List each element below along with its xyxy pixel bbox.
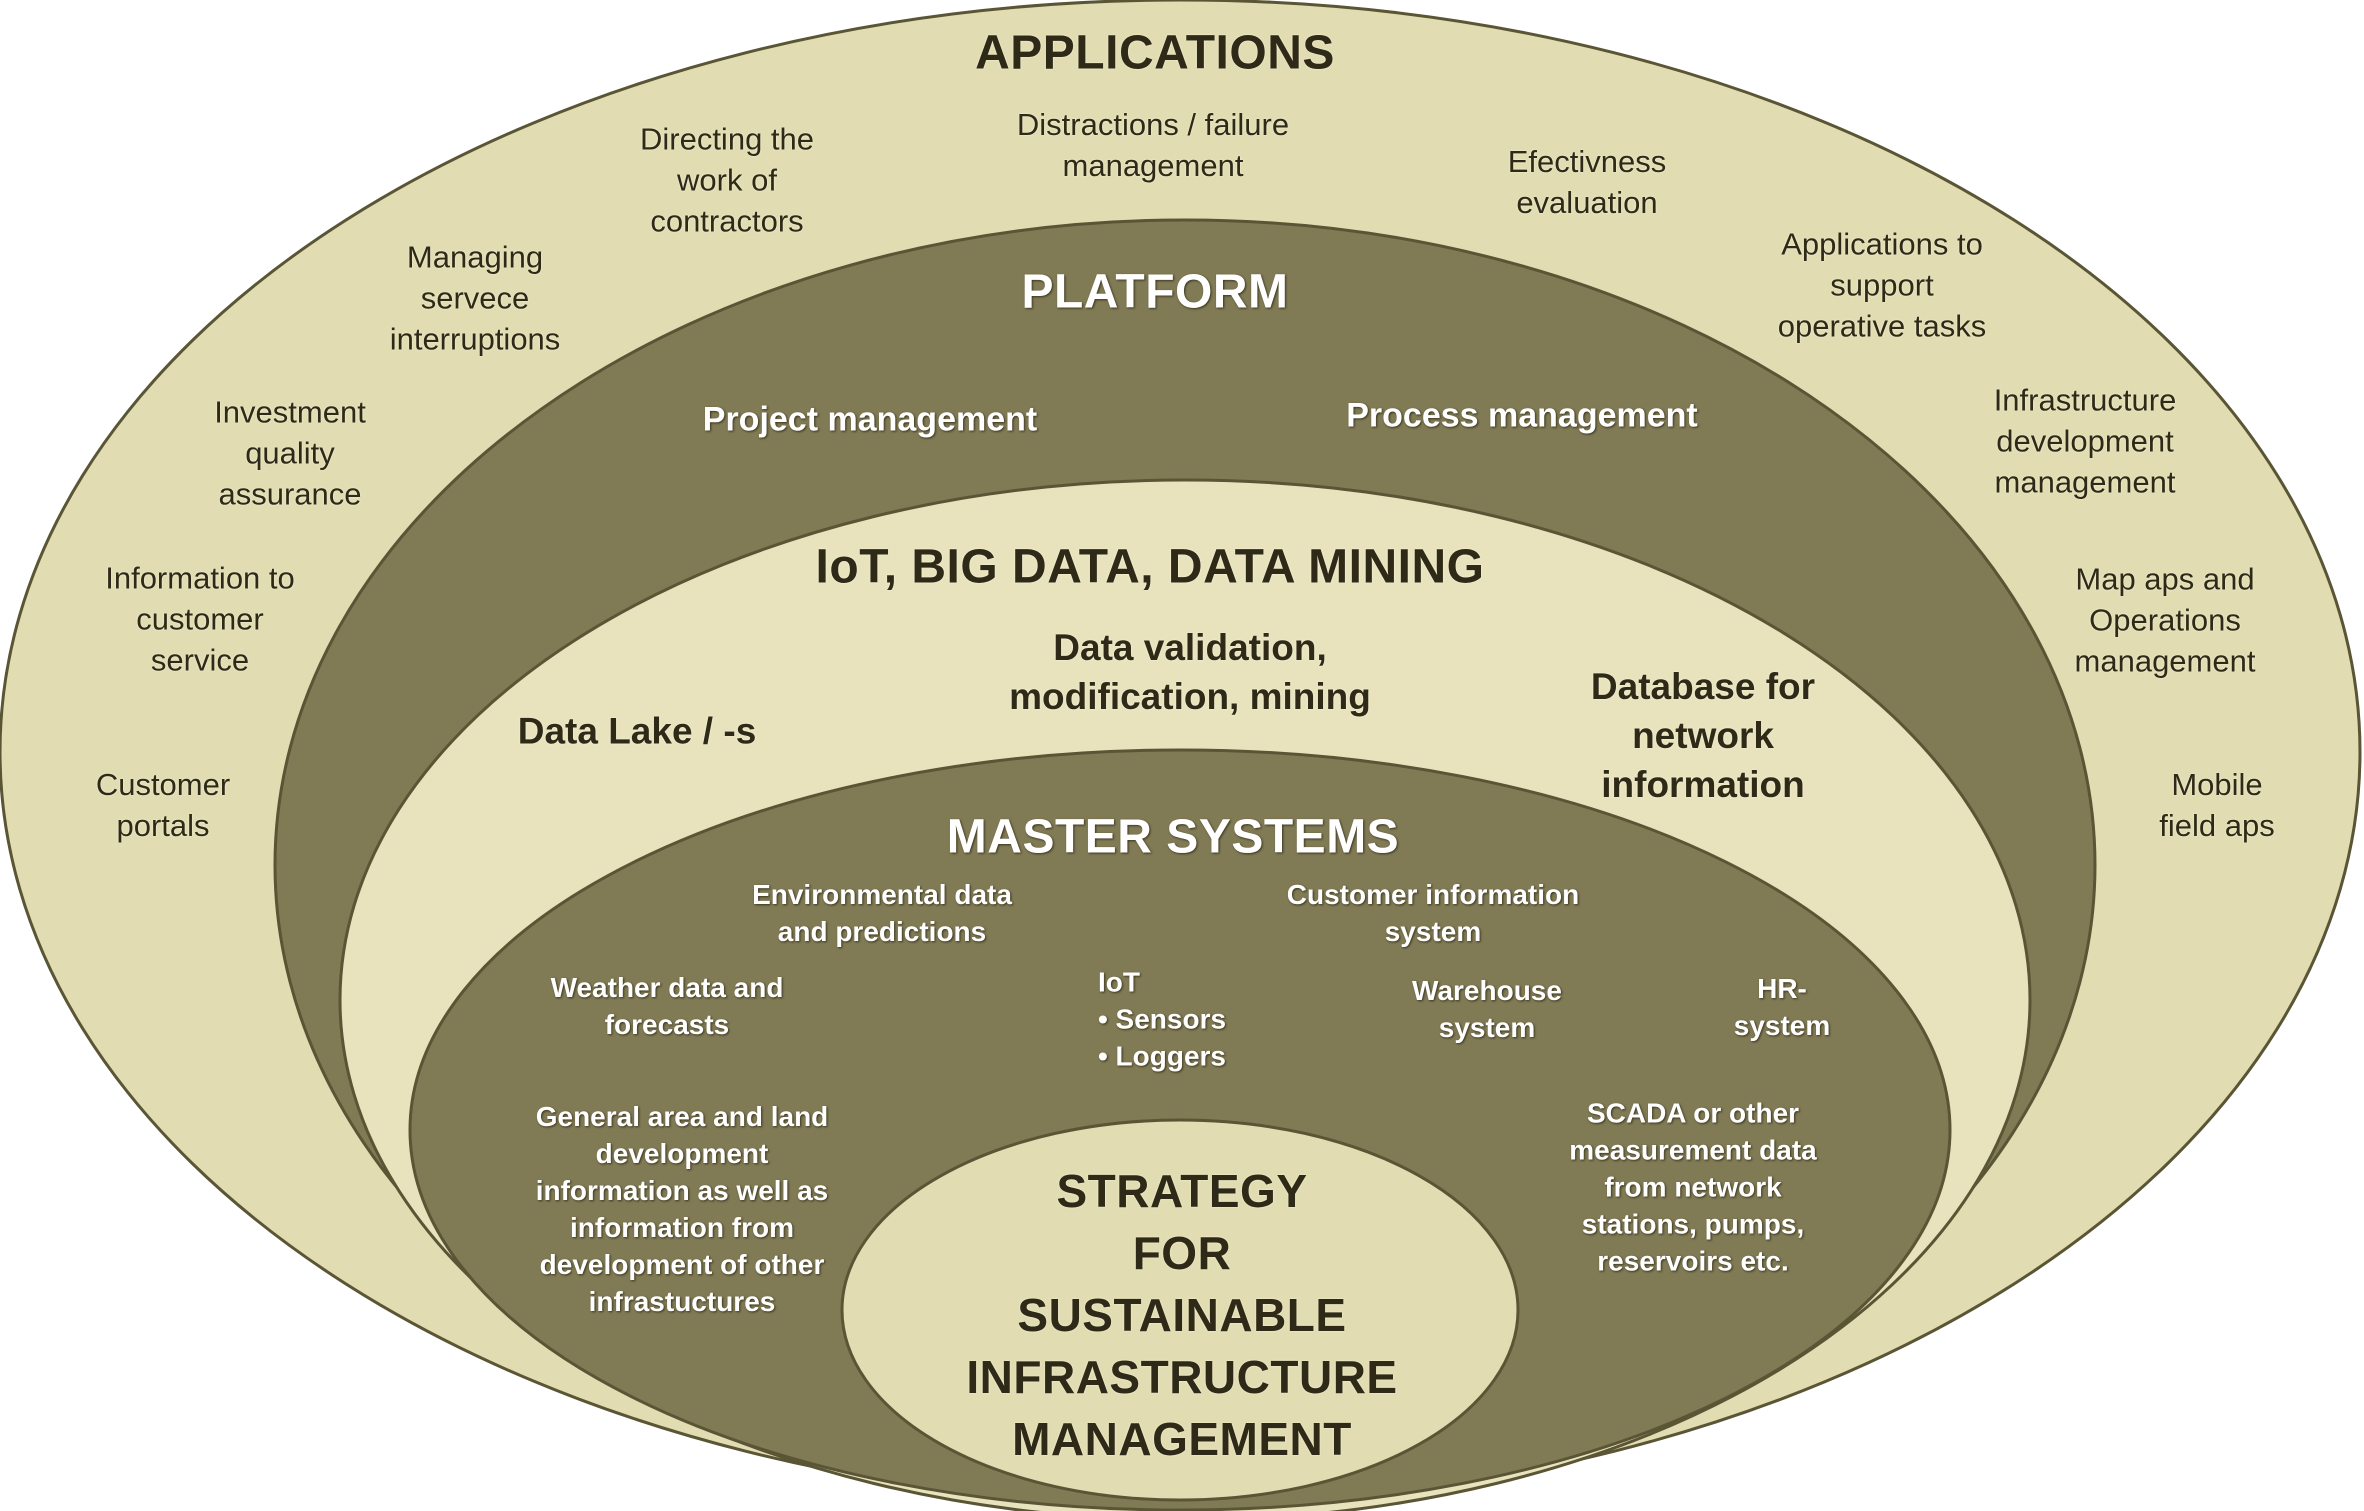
label-line: system (1384, 916, 1482, 947)
label-line: Data Lake / -s (517, 710, 757, 752)
label-line: Customer (95, 767, 231, 803)
label-line: development (595, 1138, 769, 1170)
label-line: assurance (218, 476, 362, 512)
label-line: Information to (105, 560, 295, 596)
app-mobile-field-aps: Mobile field aps (2159, 765, 2274, 847)
label-line: and predictions (777, 916, 987, 947)
data-validation: Data validation, modification, mining (1009, 624, 1371, 722)
label-line: portals (116, 808, 210, 843)
app-efectivness-evaluation: Efectivness evaluation (1508, 142, 1667, 224)
strategy-core-label: STRATEGY FOR SUSTAINABLE INFRASTRUCTURE … (966, 1160, 1397, 1470)
label-line: field aps (2159, 808, 2275, 843)
label-line: Weather data and (550, 972, 784, 1004)
label-line: stations, pumps, (1581, 1208, 1805, 1240)
label-line: Warehouse (1412, 975, 1562, 1007)
master-warehouse: Warehouse system (1412, 973, 1562, 1047)
database-network-info: Database for network information (1591, 663, 1815, 809)
label-line: infrastuctures (588, 1285, 776, 1317)
label-line: Process management (1346, 396, 1698, 435)
label-line: General area and land (535, 1101, 829, 1133)
label-line: SUSTAINABLE (1017, 1288, 1347, 1341)
label-line: MANAGEMENT (1012, 1413, 1352, 1466)
applications-title: APPLICATIONS (975, 26, 1335, 80)
master-iot: IoT • Sensors • Loggers (1098, 965, 1226, 1076)
label-line: evaluation (1516, 185, 1658, 220)
label-line: Investment (214, 394, 366, 430)
platform-project-management: Project management (703, 398, 1037, 443)
app-map-aps-operations: Map aps and Operations management (2075, 560, 2256, 683)
strategy-core (840, 1118, 1520, 1502)
platform-title: PLATFORM (1021, 265, 1289, 319)
label-line: INFRASTRUCTURE (966, 1351, 1398, 1404)
app-operative-tasks: Applications to support operative tasks (1778, 225, 1987, 348)
label-line: FOR (1132, 1226, 1232, 1279)
label-line: Data validation, (1053, 627, 1327, 669)
label-line: quality (245, 435, 335, 471)
master-hr: HR- system (1734, 971, 1831, 1045)
label-line: information from (569, 1212, 794, 1243)
data-layer-title: IoT, BIG DATA, DATA MINING (815, 540, 1485, 594)
label-line: interruptions (389, 321, 561, 357)
app-infrastructure-development: Infrastructure development management (1994, 381, 2177, 504)
label-line: Distractions / failure (1016, 107, 1290, 143)
label-line: Operations (2089, 602, 2241, 638)
master-systems-title: MASTER SYSTEMS (946, 810, 1400, 864)
label-line: system (1733, 1010, 1831, 1041)
app-investment-quality: Investment quality assurance (214, 393, 366, 516)
label-line: management (1062, 148, 1244, 183)
label-line: from network (1604, 1171, 1782, 1203)
label-line: measurement data (1569, 1134, 1817, 1166)
label-line: Mobile (2171, 767, 2263, 803)
master-customer-information: Customer information system (1287, 877, 1579, 951)
label-line: Map aps and (2075, 561, 2255, 597)
label-line: management (2074, 643, 2256, 679)
label-line: Managing (406, 239, 544, 275)
label-line: • Loggers (1097, 1040, 1227, 1072)
app-information-customer-service: Information to customer service (105, 559, 295, 682)
label-line: Database for (1590, 665, 1816, 707)
label-line: network (1632, 714, 1774, 756)
label-line: work of (677, 162, 777, 198)
label-line: Efectivness (1507, 144, 1667, 180)
label-line: servece (420, 280, 530, 316)
label-line: information (1601, 763, 1805, 805)
label-line: customer (136, 601, 264, 637)
master-scada: SCADA or other measurement data from net… (1569, 1096, 1816, 1281)
label-line: development (1996, 423, 2174, 459)
label-line: modification, mining (1009, 676, 1371, 717)
label-line: STRATEGY (1056, 1164, 1308, 1217)
label-line: Environmental data (752, 879, 1012, 911)
platform-process-management: Process management (1346, 394, 1698, 439)
app-distractions-failure: Distractions / failure management (1017, 105, 1289, 187)
label-line: information as well as (535, 1175, 829, 1207)
label-line: HR- (1757, 973, 1807, 1005)
label-line: SCADA or other (1586, 1097, 1800, 1129)
app-customer-portals: Customer portals (96, 765, 230, 847)
label-line: Applications to (1781, 226, 1983, 262)
app-managing-interruptions: Managing servece interruptions (390, 238, 561, 361)
label-line: reservoirs etc. (1597, 1245, 1789, 1277)
app-directing-contractors: Directing the work of contractors (640, 120, 814, 243)
label-line: Project management (702, 400, 1038, 439)
master-weather: Weather data and forecasts (551, 970, 784, 1044)
label-line: management (1994, 464, 2176, 500)
label-line: development of other (539, 1248, 825, 1280)
label-line: Infrastructure (1993, 382, 2177, 418)
label-line: support (1830, 267, 1934, 303)
label-line: Customer information (1286, 879, 1580, 911)
label-line: forecasts (604, 1009, 730, 1040)
master-general-area: General area and land development inform… (536, 1099, 829, 1321)
master-environmental: Environmental data and predictions (752, 877, 1012, 951)
label-line: contractors (650, 203, 804, 239)
label-line: IoT (1097, 966, 1140, 998)
label-line: Directing the (639, 121, 815, 157)
label-line: system (1438, 1012, 1536, 1043)
label-line: • Sensors (1097, 1003, 1227, 1035)
data-lake: Data Lake / -s (518, 708, 757, 757)
label-line: operative tasks (1777, 308, 1987, 344)
label-line: service (150, 642, 250, 678)
